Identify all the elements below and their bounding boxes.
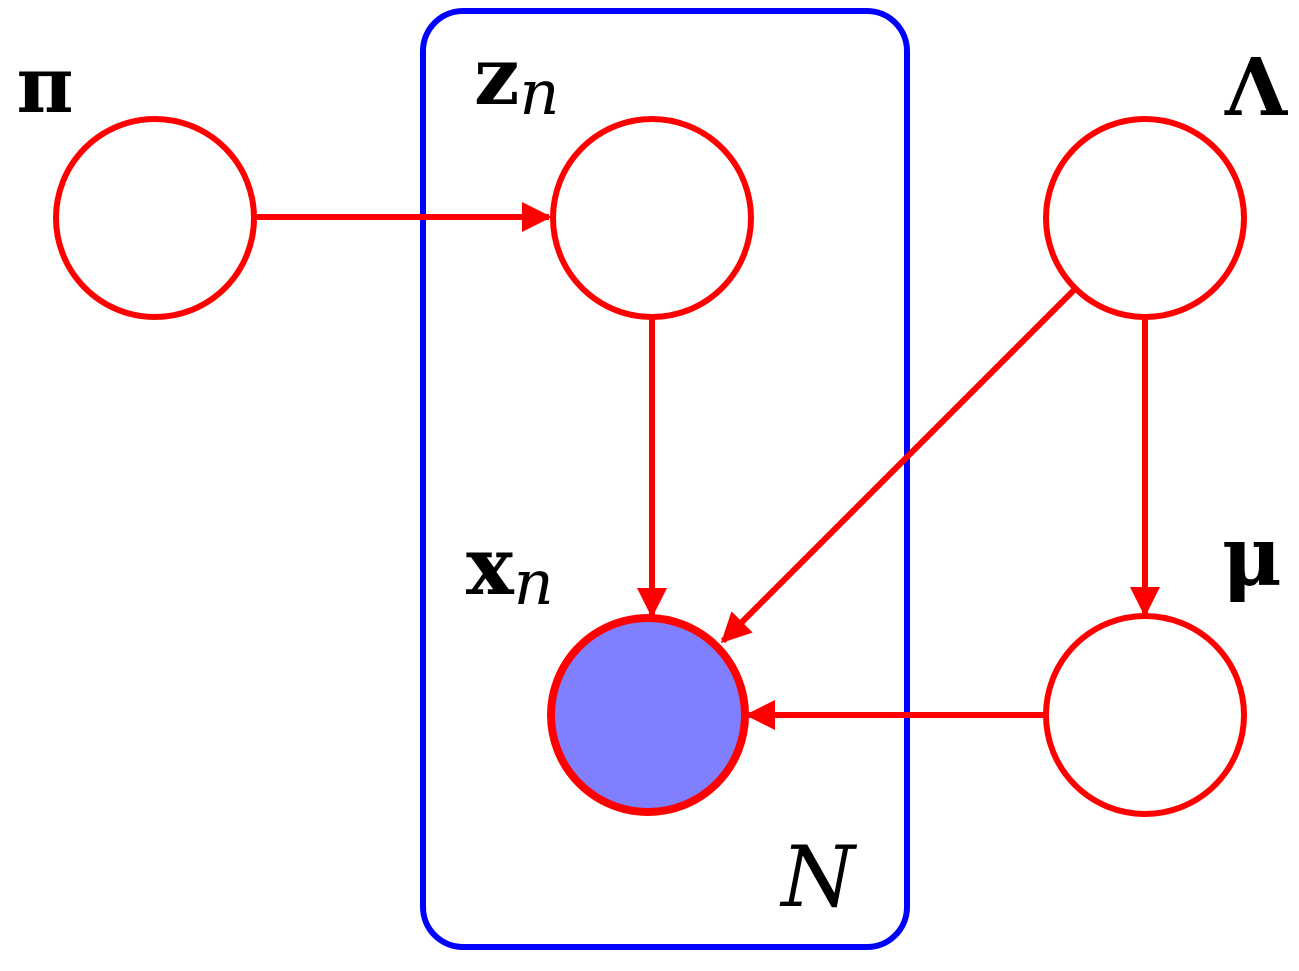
node-pi — [53, 116, 257, 320]
label-lambda: Λ — [1224, 40, 1288, 134]
node-lambda — [1043, 116, 1247, 320]
plate-label: N — [779, 828, 857, 926]
label-z-symbol: z — [474, 29, 519, 123]
node-mu — [1043, 613, 1247, 817]
label-x: xn — [466, 519, 554, 619]
edge-lambda-to-x — [720, 287, 1077, 644]
label-mu: μ — [1222, 509, 1282, 605]
label-pi: π — [16, 40, 73, 131]
node-z — [550, 116, 754, 320]
label-x-subscript: n — [514, 546, 554, 619]
plate-n — [420, 8, 910, 950]
label-z: zn — [474, 29, 559, 129]
label-z-subscript: n — [519, 56, 559, 129]
label-x-symbol: x — [466, 519, 515, 613]
node-x-observed — [547, 614, 749, 816]
